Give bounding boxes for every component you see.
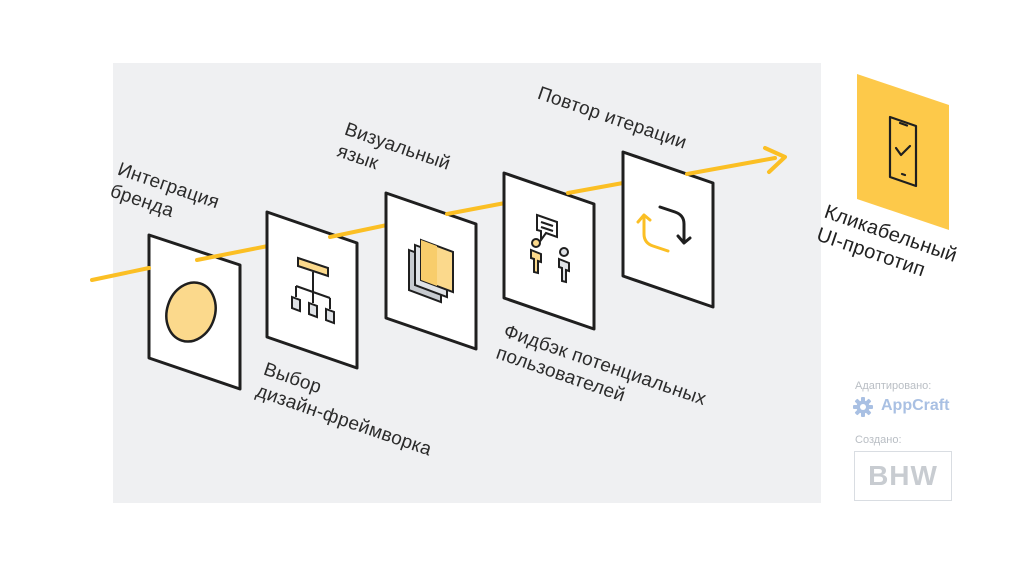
appcraft-logo: AppCraft bbox=[881, 397, 949, 415]
step-card-feedback bbox=[502, 171, 596, 331]
arrow-segment bbox=[328, 223, 389, 239]
layers-icon bbox=[408, 238, 454, 304]
arrow-segment bbox=[566, 181, 625, 195]
step-card-repeat bbox=[621, 150, 715, 309]
repeat-icon bbox=[636, 205, 692, 253]
bhw-logo: BHW bbox=[854, 451, 952, 501]
users-feedback-icon bbox=[530, 213, 570, 284]
phone-check-icon bbox=[888, 115, 918, 188]
gear-icon bbox=[853, 397, 873, 417]
created-by-label: Создано: bbox=[855, 434, 902, 446]
hierarchy-icon bbox=[291, 256, 335, 325]
arrow-segment bbox=[685, 156, 777, 176]
appcraft-brand: AppCraft bbox=[881, 397, 950, 414]
arrow-head bbox=[763, 146, 787, 174]
adapted-by-label: Адаптировано: bbox=[855, 380, 932, 392]
arrow-segment bbox=[195, 244, 270, 262]
bhw-brand: BHW bbox=[868, 460, 938, 491]
arrow-segment bbox=[90, 266, 151, 282]
arrow-segment bbox=[445, 201, 507, 216]
brand-circle-icon bbox=[165, 281, 217, 343]
